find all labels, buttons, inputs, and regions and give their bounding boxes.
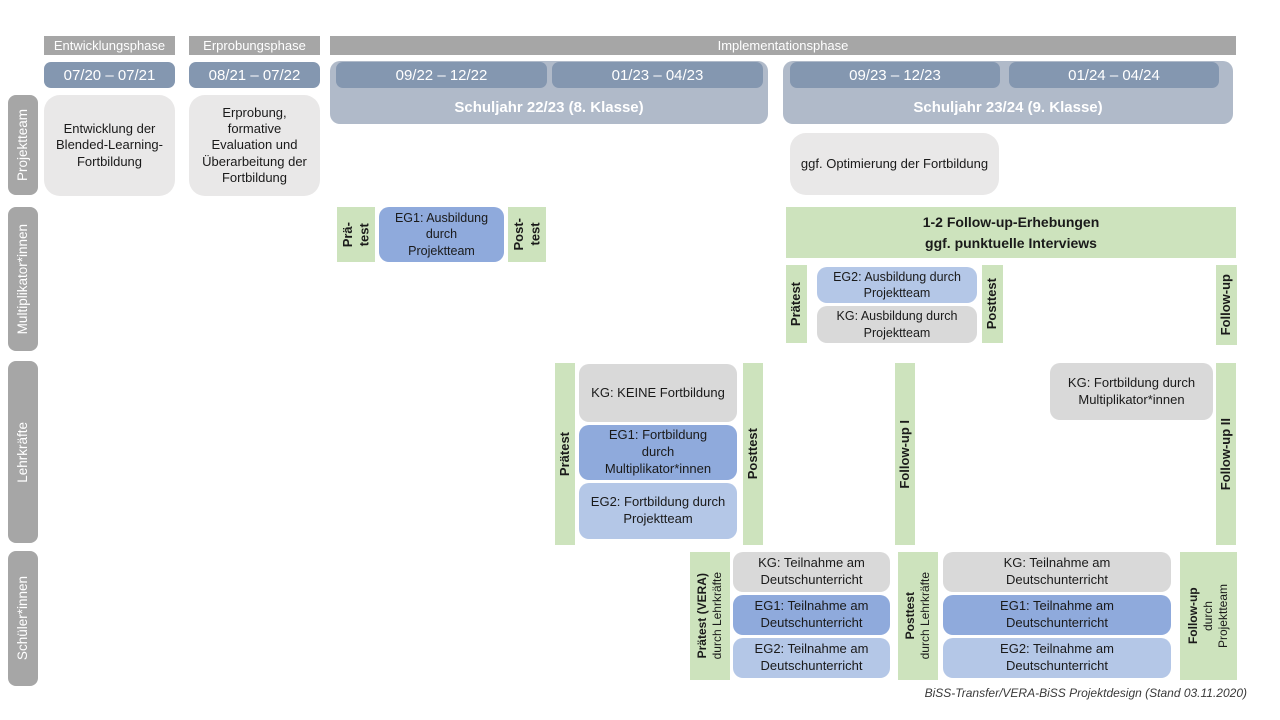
box-erprobung-evaluation: Erprobung, formative Evaluation und Über… [189,95,320,196]
phase-header-implementation: Implementationsphase [330,36,1236,55]
period-bar-0821-0722: 08/21 – 07/22 [189,62,320,88]
box-kg-deutschunterricht-1: KG: Teilnahme am Deutschunterricht [733,552,890,592]
period-bar-0922-1222: 09/22 – 12/22 [336,62,547,88]
box-kg-keine-fortbildung: KG: KEINE Fortbildung [579,364,737,422]
row-label-schueler: Schüler*innen [8,551,38,686]
box-optimierung-fortbildung: ggf. Optimierung der Fortbildung [790,133,999,195]
row-label-multiplikatoren: Multiplikator*innen [8,207,38,351]
bar-followup-multiplikatoren: Follow-up [1216,265,1237,345]
period-bar-0124-0424: 01/24 – 04/24 [1009,62,1219,88]
box-eg2-deutschunterricht-2: EG2: Teilnahme am Deutschunterricht [943,638,1171,678]
bar-posttest-multiplikatoren-1: Post-test [508,207,546,262]
bar-praetest-vera-schueler: Prätest (VERA)durch Lehrkräfte [690,552,730,680]
bar-posttest-lehrkraefte: Posttest [743,363,763,545]
bar-praetest-lehrkraefte: Prätest [555,363,575,545]
box-entwicklung-fortbildung: Entwicklung der Blended-Learning-Fortbil… [44,95,175,196]
bar-posttest-multiplikatoren-2: Posttest [982,265,1003,343]
box-kg-ausbildung-projektteam: KG: Ausbildung durch Projektteam [817,306,977,343]
period-bar-0720-0721: 07/20 – 07/21 [44,62,175,88]
row-label-projektteam: Projektteam [8,95,38,195]
bar-followup1-lehrkraefte: Follow-up I [895,363,915,545]
diagram-caption: BiSS-Transfer/VERA-BiSS Projektdesign (S… [924,686,1247,700]
box-eg2-fortbildung-projektteam: EG2: Fortbildung durch Projektteam [579,483,737,539]
box-eg2-deutschunterricht-1: EG2: Teilnahme am Deutschunterricht [733,638,890,678]
bar-praetest-multiplikatoren-1: Prä-test [337,207,375,262]
period-bar-0123-0423: 01/23 – 04/23 [552,62,763,88]
period-bar-0923-1223: 09/23 – 12/23 [790,62,1000,88]
row-label-lehrkraefte: Lehrkräfte [8,361,38,543]
phase-header-entwicklung: Entwicklungsphase [44,36,175,55]
box-kg-fortbildung-multiplikatoren: KG: Fortbildung durch Multiplikator*inne… [1050,363,1213,420]
box-eg1-fortbildung-multiplikatoren: EG1: Fortbildung durch Multiplikator*inn… [579,425,737,480]
box-kg-deutschunterricht-2: KG: Teilnahme am Deutschunterricht [943,552,1171,592]
bar-followup2-lehrkraefte: Follow-up II [1216,363,1236,545]
box-eg1-deutschunterricht-1: EG1: Teilnahme am Deutschunterricht [733,595,890,635]
phase-header-erprobung: Erprobungsphase [189,36,320,55]
box-eg1-ausbildung-projektteam: EG1: Ausbildung durch Projektteam [379,207,504,262]
bar-praetest-multiplikatoren-2: Prätest [786,265,807,343]
box-eg1-deutschunterricht-2: EG1: Teilnahme am Deutschunterricht [943,595,1171,635]
box-eg2-ausbildung-projektteam: EG2: Ausbildung durch Projektteam [817,267,977,303]
